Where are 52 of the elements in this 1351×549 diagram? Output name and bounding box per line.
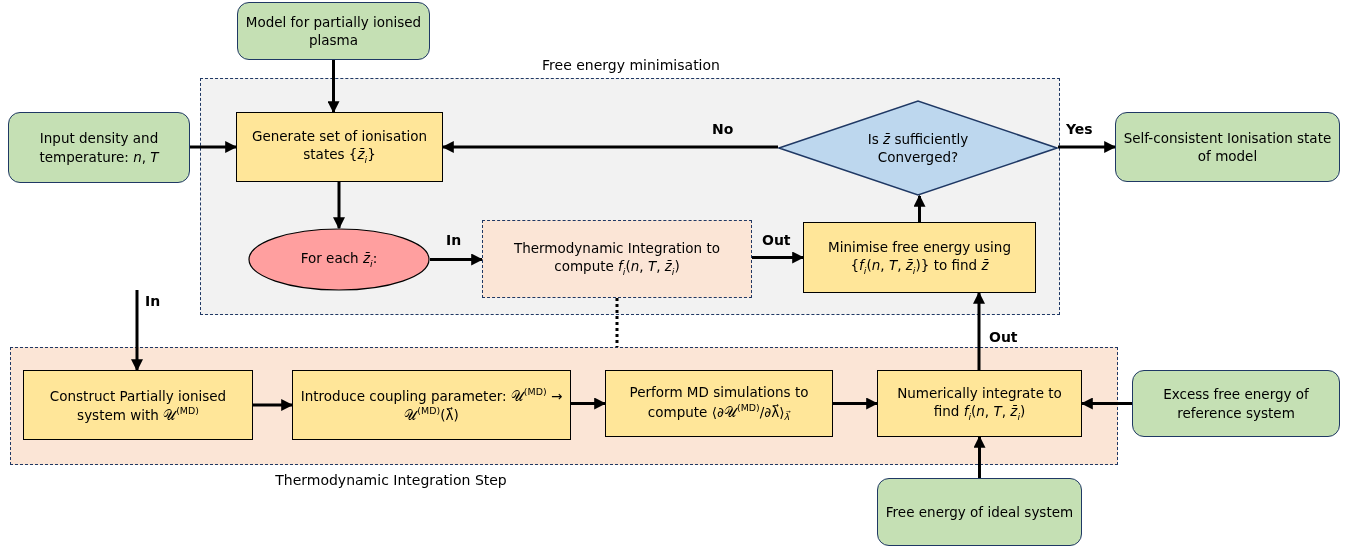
arrow <box>752 251 805 264</box>
input-box <box>1132 370 1340 437</box>
arrow <box>1080 397 1132 410</box>
process-box <box>23 370 253 440</box>
edge-label: In <box>446 232 462 248</box>
arrow <box>1058 141 1117 153</box>
arrow <box>253 399 294 411</box>
process-box <box>877 370 1082 437</box>
arrow <box>913 194 926 222</box>
node-text: Perform MD simulations to compute ⟨∂𝒰$^{(MD)}$/∂λ⃗⟩$_{λ⃗}$ <box>628 383 810 424</box>
edge-label: Yes <box>1066 121 1093 137</box>
node-text: Model for partially ionised plasma <box>244 12 423 50</box>
edge-label: No <box>712 121 734 137</box>
node-text: Construct Partially ionised system with 𝒰$^{(MD)}$ <box>48 386 228 424</box>
arrow <box>327 60 340 114</box>
loop-ellipse <box>248 228 430 291</box>
node-text: Minimise free energy using {f$_{i}$(n, T, z̄$_{i}$)} to find z̄ <box>827 237 1012 278</box>
process-box <box>803 222 1036 293</box>
node-text: Free energy of ideal system <box>885 502 1074 522</box>
arrow <box>973 291 985 370</box>
node-text: Is z̄ sufficiently Converged? <box>866 129 970 167</box>
node-text: For each z̄$_{i}$: <box>300 248 378 271</box>
arrow <box>131 290 143 372</box>
group-title: Thermodynamic Integration Step <box>274 472 508 488</box>
node-text: Numerically integrate to find f$_{i}$(n, T, z̄$_{i}$) <box>896 383 1063 424</box>
node-text: Excess free energy of reference system <box>1162 385 1310 422</box>
node-text: Input density and temperature: n, T <box>38 129 161 166</box>
node-text: Generate set of ionisation states {z̄$_{i}$} <box>250 127 429 167</box>
decision-diamond <box>778 100 1058 196</box>
group-title: Free energy minimisation <box>541 57 721 73</box>
input-box <box>8 112 190 183</box>
output-box <box>1115 112 1340 182</box>
edge-label: Out <box>989 329 1018 345</box>
node-text: Thermodynamic Integration to compute f$_{i}$(n, T, z̄$_{i}$) <box>512 239 722 279</box>
edge-label: Out <box>762 232 791 248</box>
node-text: Self-consistent Ionisation state of model <box>1122 128 1333 166</box>
edge-label: In <box>145 293 161 309</box>
arrow <box>430 253 484 266</box>
input-box <box>877 478 1082 546</box>
dotted-connector <box>615 298 619 347</box>
process-box <box>605 370 833 437</box>
arrow <box>973 435 986 478</box>
arrow <box>571 397 607 410</box>
node-text: Introduce coupling parameter: 𝒰$^{(MD)}$ → 𝒰$^{(MD)}$(λ⃗) <box>299 386 564 424</box>
process-box <box>292 370 571 440</box>
arrow <box>333 182 345 230</box>
subprocess-box <box>482 220 752 298</box>
arrow <box>441 141 778 153</box>
input-box <box>237 2 430 60</box>
process-box <box>236 112 443 182</box>
arrow <box>190 141 238 153</box>
arrow <box>833 397 879 410</box>
